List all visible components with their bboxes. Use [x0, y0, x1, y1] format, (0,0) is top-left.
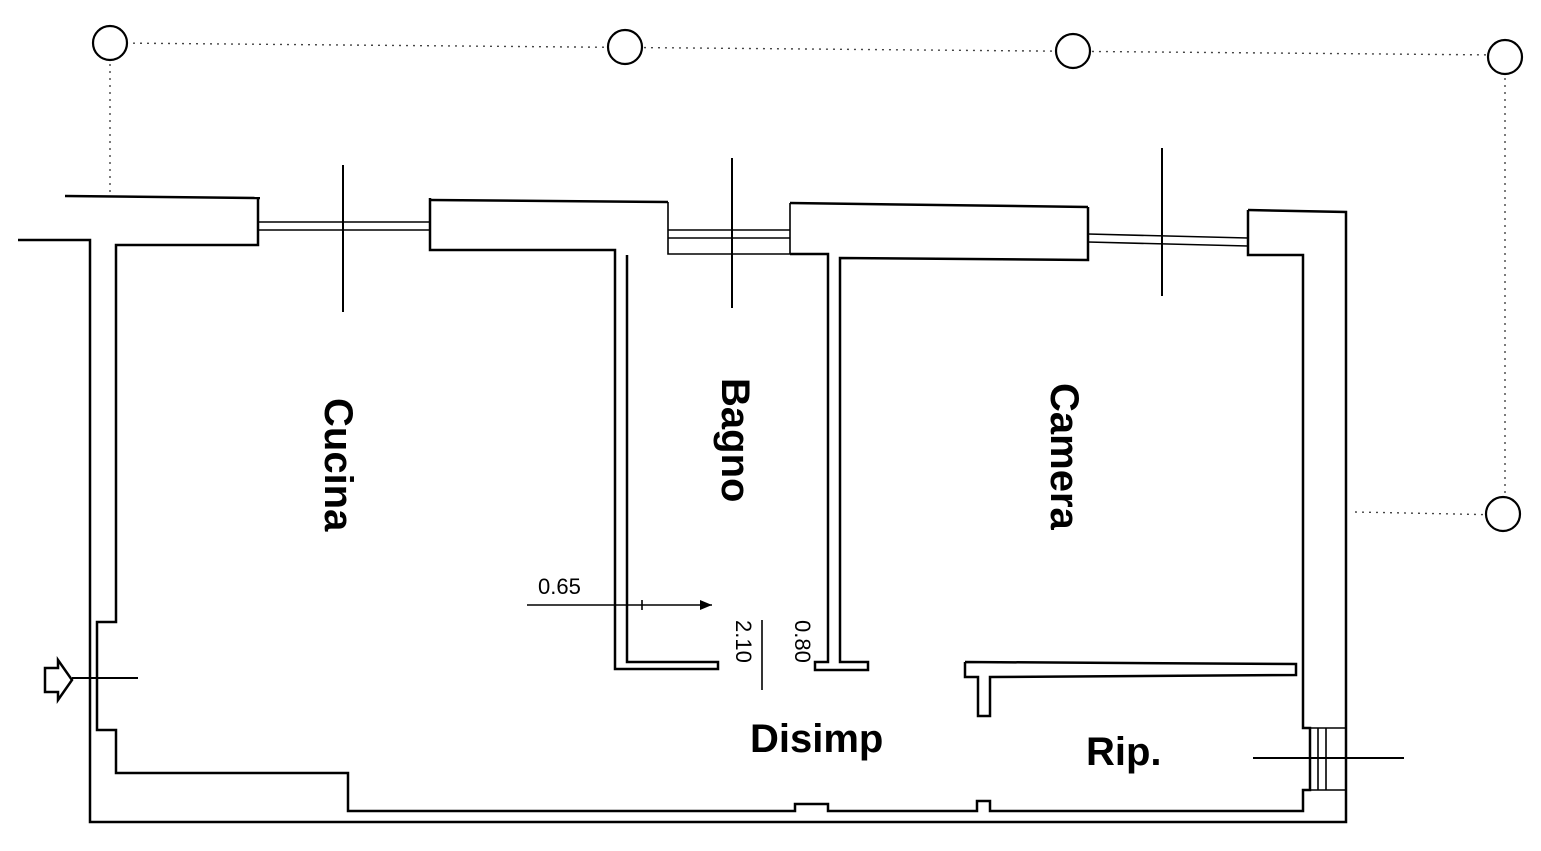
room-label-disimp: Disimp: [750, 717, 883, 761]
grid-node-icon: [1486, 38, 1524, 76]
room-label-camera: Camera: [1042, 383, 1086, 531]
grid-node-icon: [1484, 495, 1522, 533]
grid-node-icon: [606, 28, 644, 66]
dimension-annotation: 0.65 0.80 2.10: [527, 574, 815, 690]
grid-node-icon: [1054, 32, 1092, 70]
room-label-cucina: Cucina: [316, 398, 360, 532]
door-height-label: 2.10: [731, 620, 756, 663]
entrance-arrow-icon: [43, 656, 74, 704]
room-label-bagno: Bagno: [713, 378, 757, 502]
room-label-rip: Rip.: [1086, 730, 1162, 774]
structural-grid: [91, 24, 1524, 533]
section-lines: [72, 148, 1404, 759]
dimension-width-label: 0.65: [538, 574, 581, 599]
grid-node-icon: [91, 24, 129, 62]
door-width-label: 0.80: [790, 620, 815, 663]
exterior-walls: [18, 194, 1348, 824]
